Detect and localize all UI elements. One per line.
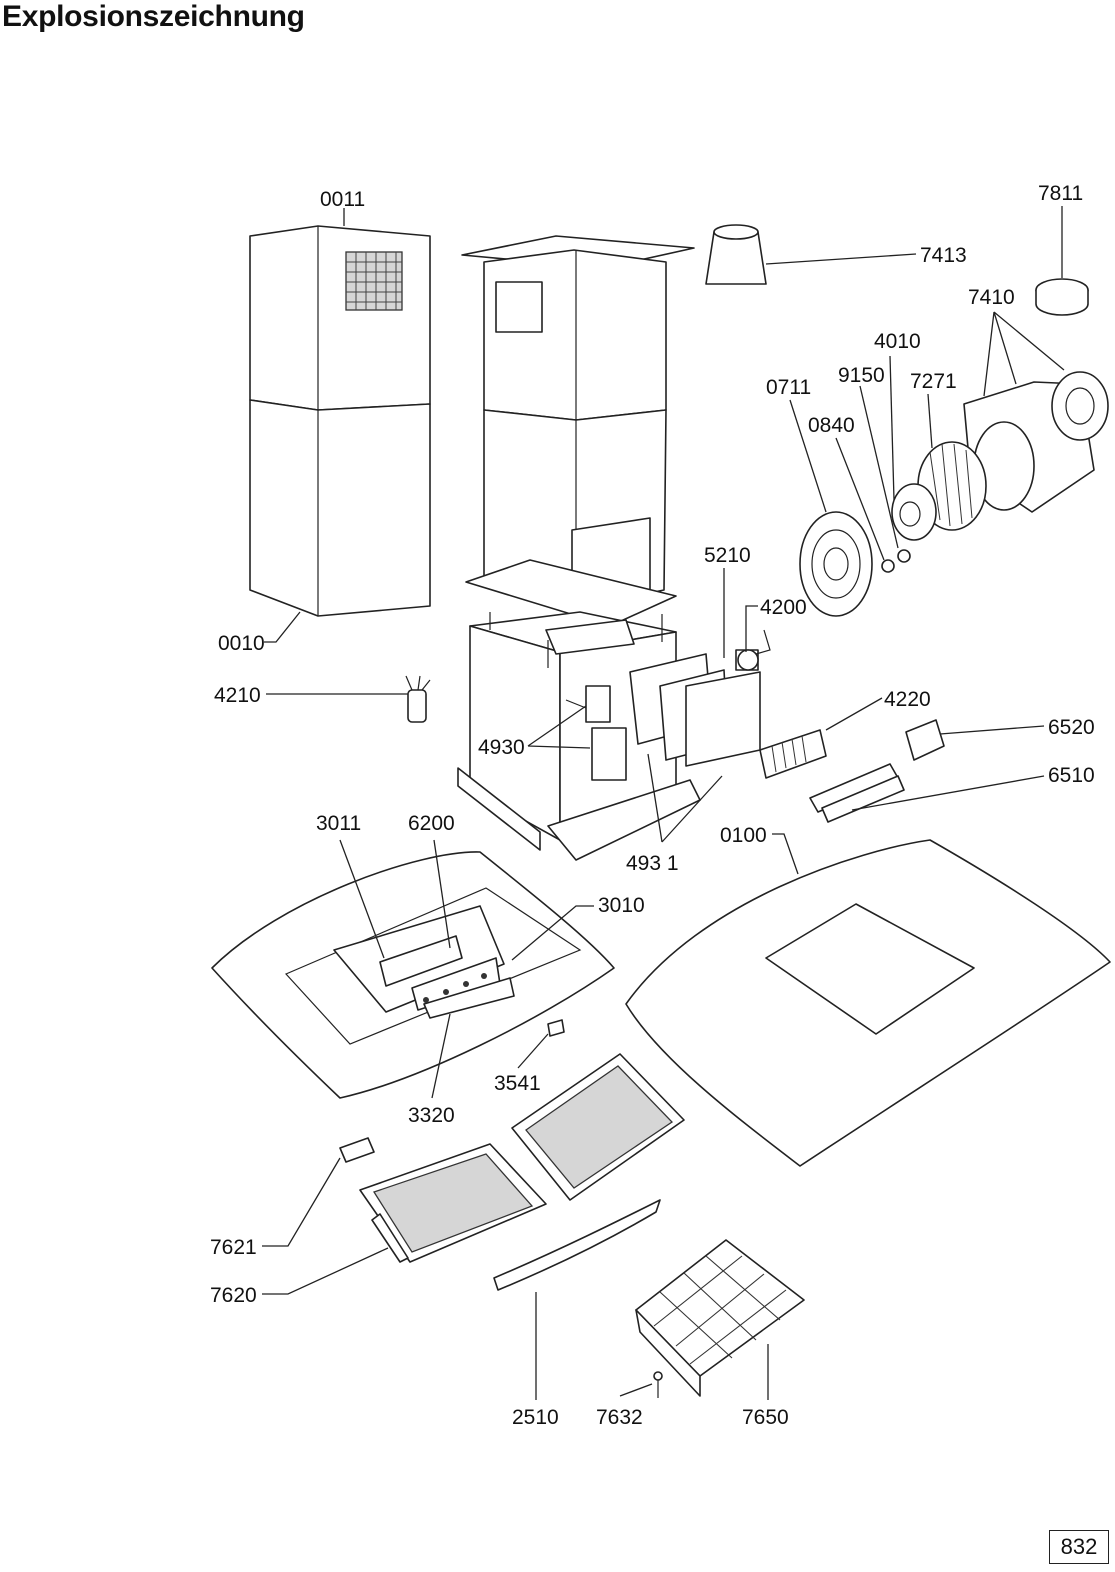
label-7413: 7413 — [920, 244, 967, 267]
label-0840: 0840 — [808, 414, 855, 437]
label-7620: 7620 — [210, 1284, 257, 1307]
label-3010: 3010 — [598, 894, 645, 917]
label-7650: 7650 — [742, 1406, 789, 1429]
label-7621: 7621 — [210, 1236, 257, 1259]
part-labels: 0011 0010 4210 7811 7413 7410 4010 9150 … — [210, 182, 1095, 1429]
grease-filter-left — [359, 1143, 547, 1263]
fluorescent-lamp-6510 — [809, 763, 905, 823]
blower-housing — [963, 371, 1109, 513]
motor — [881, 483, 937, 573]
screw-7632 — [653, 1371, 663, 1398]
glass-canopy — [625, 839, 1111, 1167]
page-title: Explosionszeichnung — [2, 0, 305, 33]
label-0711: 0711 — [766, 376, 811, 399]
capacitor-4200 — [737, 629, 771, 671]
label-6510: 6510 — [1048, 764, 1095, 787]
lamp-socket — [759, 729, 827, 779]
label-6520: 6520 — [1048, 716, 1095, 739]
leader-lines — [262, 206, 1065, 1400]
front-panel — [211, 851, 615, 1099]
label-4930: 4930 — [478, 736, 525, 759]
inner-chimney-frame — [461, 235, 695, 627]
light-diffuser-strip — [493, 1199, 661, 1291]
label-0100: 0100 — [720, 824, 767, 847]
filter-latch-7621 — [339, 1137, 375, 1163]
page-number-box: 832 — [1049, 1530, 1109, 1564]
label-4210: 4210 — [214, 684, 261, 707]
label-7632: 7632 — [596, 1406, 643, 1429]
page-number: 832 — [1060, 1534, 1098, 1559]
label-3320: 3320 — [408, 1104, 455, 1127]
grease-filter-right — [511, 1053, 685, 1201]
label-6200: 6200 — [408, 812, 455, 835]
label-7410: 7410 — [968, 286, 1015, 309]
label-4010: 4010 — [874, 330, 921, 353]
label-5210: 5210 — [704, 544, 751, 567]
label-7811: 7811 — [1038, 182, 1083, 205]
carbon-filter — [635, 1239, 805, 1397]
label-3011: 3011 — [316, 812, 361, 835]
cap-7811 — [1035, 278, 1089, 316]
lamp-holder-6520 — [905, 719, 945, 761]
label-4220: 4220 — [884, 688, 931, 711]
chimney-cover-lower — [249, 399, 431, 617]
label-2510: 2510 — [512, 1406, 559, 1429]
small-part-4210 — [405, 675, 431, 723]
control-boards — [629, 649, 761, 767]
label-3541: 3541 — [494, 1072, 541, 1095]
chimney-cover-upper — [249, 225, 431, 411]
flange-7413 — [705, 224, 767, 285]
label-4931: 493 1 — [626, 852, 679, 875]
label-9150: 9150 — [838, 364, 885, 387]
label-0010: 0010 — [218, 632, 265, 655]
label-7271: 7271 — [910, 370, 957, 393]
inlet-grille — [799, 511, 873, 617]
label-0011: 0011 — [320, 188, 365, 211]
label-4200: 4200 — [760, 596, 807, 619]
